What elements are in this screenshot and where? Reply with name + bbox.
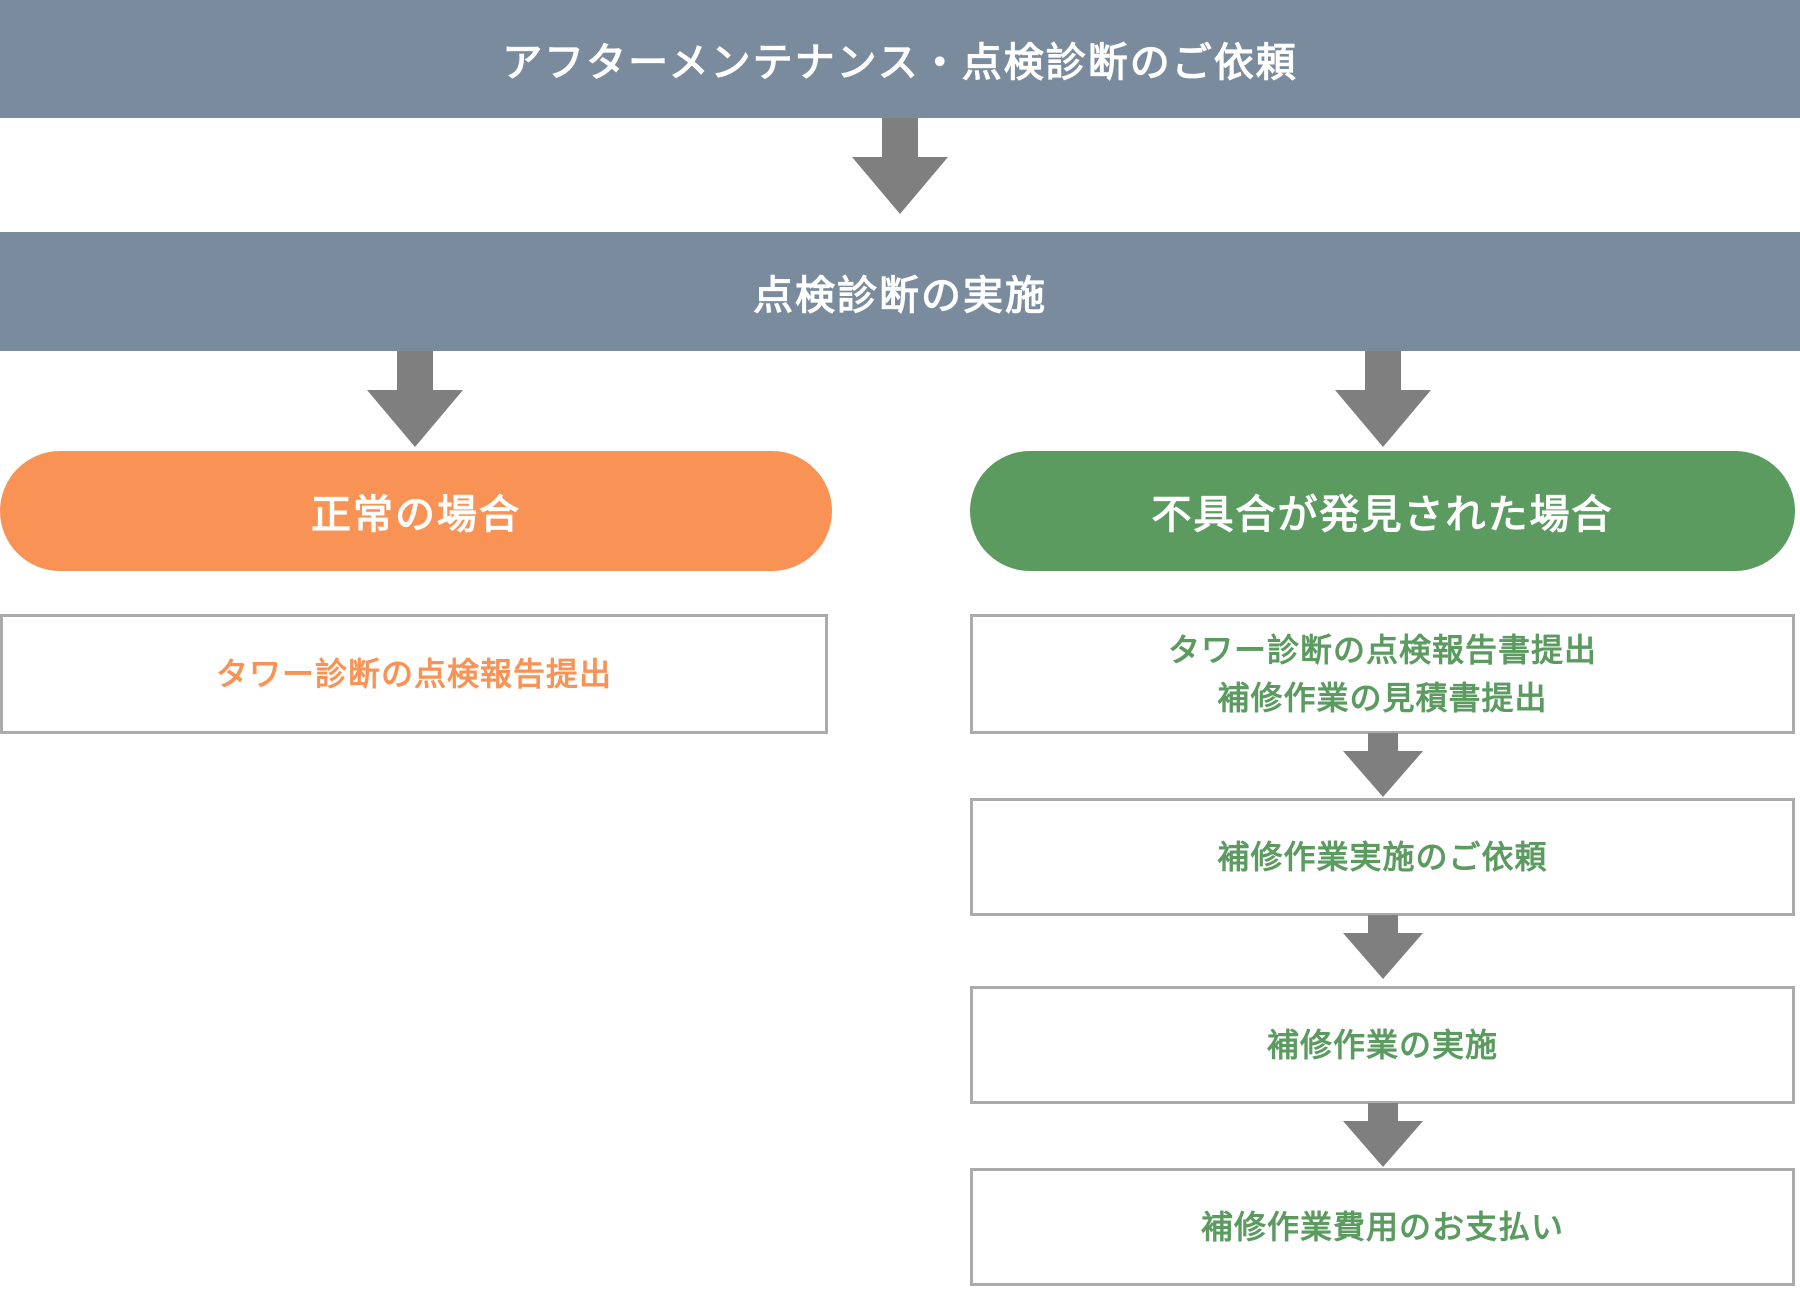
arrow-head <box>1343 751 1423 797</box>
box-repair-work-request: 補修作業実施のご依頼 <box>970 798 1795 916</box>
down-arrow-icon <box>367 351 463 447</box>
banner-inspection-execution-label: 点検診断の実施 <box>753 273 1047 318</box>
step-label: タワー診断の点検報告提出 <box>215 656 612 692</box>
step-label-line2: 補修作業の見積書提出 <box>1217 680 1548 716</box>
arrow-shaft <box>397 351 433 390</box>
box-repair-work-execution: 補修作業の実施 <box>970 986 1795 1104</box>
arrow-head <box>1343 933 1423 979</box>
down-arrow-icon <box>1335 351 1431 447</box>
down-arrow-icon <box>1343 915 1423 979</box>
arrow-head <box>367 390 463 447</box>
arrow-shaft <box>1365 351 1401 390</box>
step-label: 補修作業の実施 <box>1266 1027 1498 1063</box>
arrow-head <box>852 157 948 214</box>
banner-maintenance-request-label: アフターメンテナンス・点検診断のご依頼 <box>502 41 1298 85</box>
banner-inspection-execution: 点検診断の実施 <box>0 232 1800 351</box>
box-defect-report-and-estimate: タワー診断の点検報告書提出 補修作業の見積書提出 <box>970 614 1795 734</box>
arrow-shaft <box>1368 915 1398 933</box>
step-label: 補修作業費用のお支払い <box>1200 1209 1564 1245</box>
arrow-shaft <box>1368 1103 1398 1121</box>
arrow-head <box>1343 1121 1423 1167</box>
pill-defect-case-label: 不具合が発見された場合 <box>1151 493 1614 537</box>
box-repair-cost-payment: 補修作業費用のお支払い <box>970 1168 1795 1286</box>
down-arrow-icon <box>1343 733 1423 797</box>
pill-normal-case: 正常の場合 <box>0 451 832 571</box>
arrow-shaft <box>882 118 918 157</box>
down-arrow-icon <box>1343 1103 1423 1167</box>
banner-maintenance-request: アフターメンテナンス・点検診断のご依頼 <box>0 0 1800 118</box>
pill-defect-case: 不具合が発見された場合 <box>970 451 1795 571</box>
box-normal-inspection-report: タワー診断の点検報告提出 <box>0 614 828 734</box>
arrow-head <box>1335 390 1431 447</box>
step-label-line1: タワー診断の点検報告書提出 <box>1167 632 1597 668</box>
step-label: 補修作業実施のご依頼 <box>1217 839 1548 875</box>
down-arrow-icon <box>852 118 948 214</box>
arrow-shaft <box>1368 733 1398 751</box>
pill-normal-case-label: 正常の場合 <box>311 493 521 537</box>
